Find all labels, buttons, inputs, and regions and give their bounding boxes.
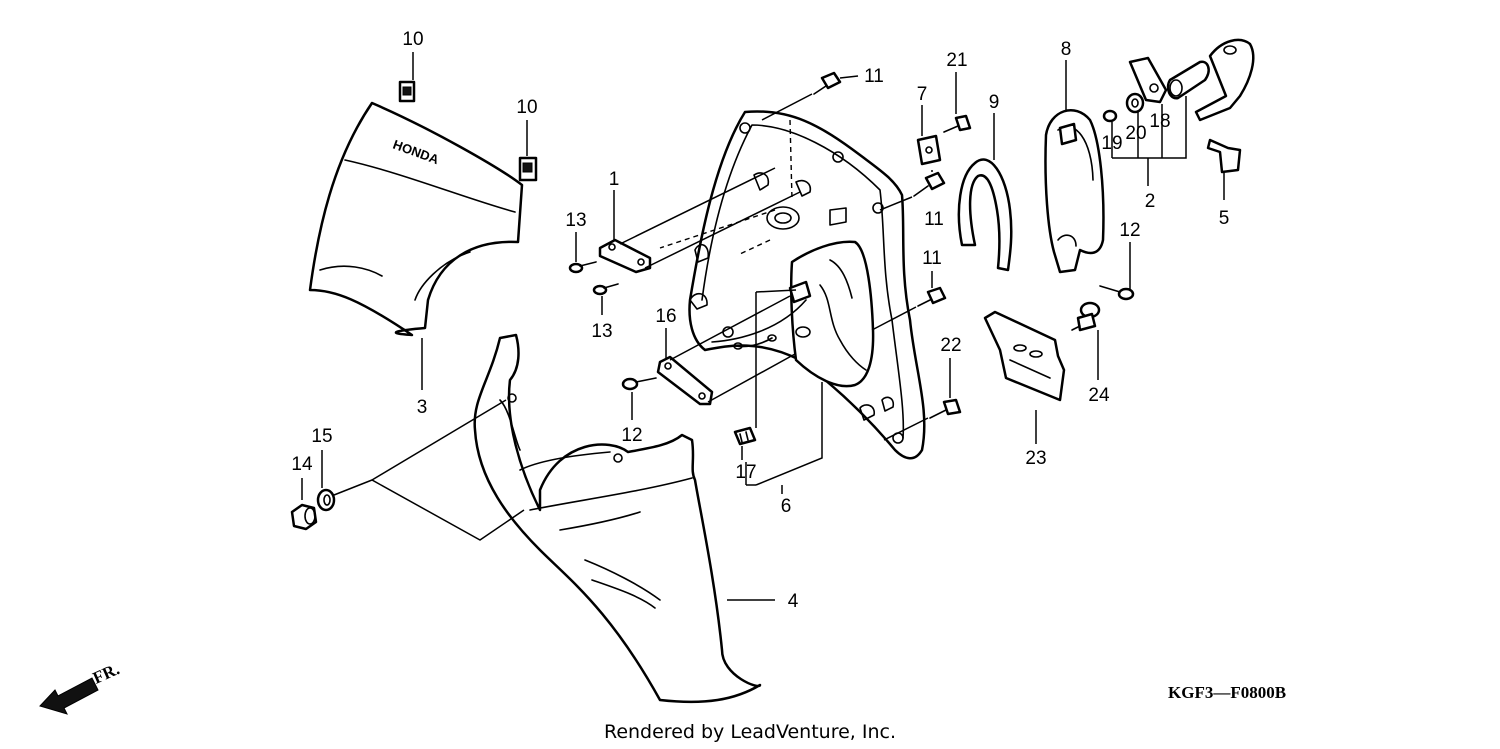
callout-24: 24 bbox=[1088, 385, 1110, 406]
callout-21: 21 bbox=[946, 50, 967, 71]
callout-10-lower: 10 bbox=[516, 97, 537, 118]
part-6-inner-cover[interactable] bbox=[688, 110, 926, 460]
callout-14: 14 bbox=[291, 454, 313, 475]
diagram-code: KGF3—F0800B bbox=[1168, 683, 1286, 702]
callout-22: 22 bbox=[940, 335, 961, 356]
part-10-clip-upper[interactable] bbox=[398, 80, 416, 103]
callout-2: 2 bbox=[1145, 191, 1156, 212]
callout-12-right: 12 bbox=[1119, 220, 1140, 241]
part-15-washer[interactable] bbox=[316, 488, 336, 512]
callout-23: 23 bbox=[1025, 448, 1046, 469]
part-5-clip[interactable] bbox=[1206, 138, 1242, 174]
part-22-screw[interactable] bbox=[929, 398, 962, 419]
callout-1: 1 bbox=[609, 169, 620, 190]
callout-numbers: 1 2 3 4 5 6 7 8 9 10 10 11 11 11 12 12 1… bbox=[291, 29, 1229, 612]
callout-12-left: 12 bbox=[621, 425, 642, 446]
part-1-bracket[interactable] bbox=[598, 238, 652, 274]
callout-11-lower: 11 bbox=[922, 248, 942, 269]
callout-3: 3 bbox=[417, 397, 428, 418]
part-12-screw-left[interactable] bbox=[621, 377, 657, 391]
part-19-screw[interactable] bbox=[1102, 109, 1118, 123]
part-11-bolt-lower[interactable] bbox=[917, 286, 947, 307]
front-label: FR. bbox=[90, 659, 122, 687]
callout-6: 6 bbox=[781, 496, 792, 517]
part-20-washer[interactable] bbox=[1125, 92, 1145, 114]
part-17-clip[interactable] bbox=[733, 426, 757, 446]
part-9-seal[interactable] bbox=[957, 158, 1013, 272]
callout-11-top: 11 bbox=[864, 66, 884, 87]
callout-18: 18 bbox=[1149, 111, 1170, 132]
part-23-bracket[interactable] bbox=[983, 310, 1066, 402]
callout-15: 15 bbox=[311, 426, 332, 447]
part-24-bolt[interactable] bbox=[1071, 301, 1101, 332]
part-18-lock-plate[interactable] bbox=[1128, 56, 1168, 104]
callout-4: 4 bbox=[788, 591, 799, 612]
part-10-clip-lower[interactable] bbox=[518, 156, 538, 182]
callout-11-middle: 11 bbox=[924, 209, 944, 230]
part-12-screw-right[interactable] bbox=[1099, 285, 1135, 301]
callout-20: 20 bbox=[1125, 123, 1146, 144]
callout-9: 9 bbox=[989, 92, 1000, 113]
part-3-front-cover[interactable]: HONDA bbox=[308, 101, 524, 337]
callout-5: 5 bbox=[1219, 208, 1230, 229]
callout-8: 8 bbox=[1061, 39, 1072, 60]
front-direction-indicator: FR. bbox=[39, 659, 122, 715]
credit-text: Rendered by LeadVenture, Inc. bbox=[604, 721, 896, 743]
callout-16: 16 bbox=[655, 306, 676, 327]
part-7-plate[interactable] bbox=[916, 134, 942, 166]
part-11-bolt-middle[interactable] bbox=[913, 171, 946, 197]
callout-10-upper: 10 bbox=[402, 29, 423, 50]
callout-19: 19 bbox=[1101, 133, 1122, 154]
callout-13-upper: 13 bbox=[565, 210, 586, 231]
part-16-strap[interactable] bbox=[656, 355, 714, 406]
callout-7: 7 bbox=[917, 84, 928, 105]
callout-13-lower: 13 bbox=[591, 321, 612, 342]
part-11-bolt-top[interactable] bbox=[813, 71, 842, 95]
part-14-nut[interactable] bbox=[290, 503, 318, 531]
leader-lines bbox=[301, 52, 1225, 601]
part-21-screw[interactable] bbox=[943, 114, 972, 133]
part-13-screw-upper[interactable] bbox=[568, 261, 597, 274]
part-8-lid[interactable] bbox=[1044, 109, 1105, 274]
part-13-screw-lower[interactable] bbox=[592, 283, 619, 296]
callout-17: 17 bbox=[735, 462, 756, 483]
part-4-lower-cover[interactable] bbox=[473, 333, 762, 704]
part-2-lock-cylinder[interactable] bbox=[1166, 38, 1255, 122]
front-arrow-icon bbox=[39, 677, 99, 715]
